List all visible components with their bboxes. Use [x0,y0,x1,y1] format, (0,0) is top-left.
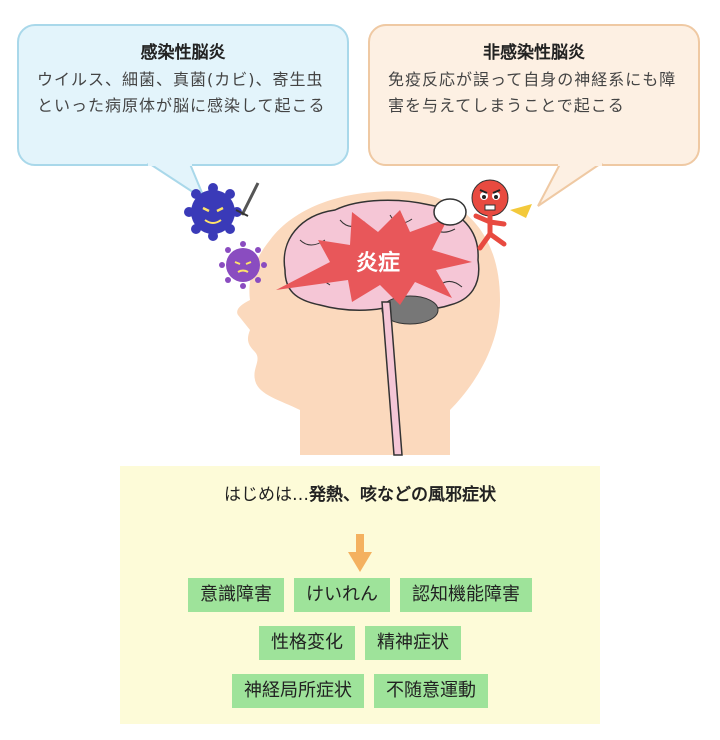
symptom-chip: けいれん [294,578,390,612]
symptom-chip: 神経局所症状 [232,674,364,708]
right-bubble-tail [537,163,604,207]
head-illustration: 炎症 [146,163,604,456]
non-infectious-title: 非感染性脳炎 [483,43,585,63]
down-arrow-icon [348,534,372,572]
non-infectious-description: 免疫反応が誤って自身の神経系にも障害を与えてしまうことで起こる [388,70,677,115]
symptom-chip: 精神症状 [365,626,461,660]
infectious-encephalitis-bubble: 感染性脳炎 ウイルス、細菌、真菌(カビ)、寄生虫といった病原体が脳に感染して起こ… [17,24,349,166]
onset-symptoms: はじめは…発熱、咳などの風邪症状 [120,480,600,505]
purple-virus-icon [219,241,267,289]
non-infectious-encephalitis-bubble: 非感染性脳炎 免疫反応が誤って自身の神経系にも障害を与えてしまうことで起こる [368,24,700,166]
onset-text: 発熱、咳などの風邪症状 [309,485,496,505]
symptom-row-3: 神経局所症状 不随意運動 [120,674,600,708]
symptom-chip: 不随意運動 [374,674,488,708]
inflammation-burst-icon [276,210,472,305]
cape-icon [510,204,532,218]
symptom-chip: 認知機能障害 [400,578,532,612]
blue-virus-icon [184,182,260,241]
infectious-title: 感染性脳炎 [140,43,226,63]
onset-prefix: はじめは… [224,485,309,505]
infectious-description: ウイルス、細菌、真菌(カビ)、寄生虫といった病原体が脳に感染して起こる [37,70,326,115]
symptoms-panel: はじめは…発熱、咳などの風邪症状 意識障害 けいれん 認知機能障害 性格変化 精… [120,466,600,724]
symptom-row-2: 性格変化 精神症状 [120,626,600,660]
symptom-chip: 性格変化 [259,626,355,660]
symptom-row-1: 意識障害 けいれん 認知機能障害 [120,578,600,612]
symptom-chip: 意識障害 [188,578,284,612]
spinal-cord-icon [381,301,403,456]
inflammation-label: 炎症 [356,250,400,276]
sword-icon [240,182,260,216]
shield-icon [433,198,467,226]
immune-cell-character-icon [433,179,532,251]
